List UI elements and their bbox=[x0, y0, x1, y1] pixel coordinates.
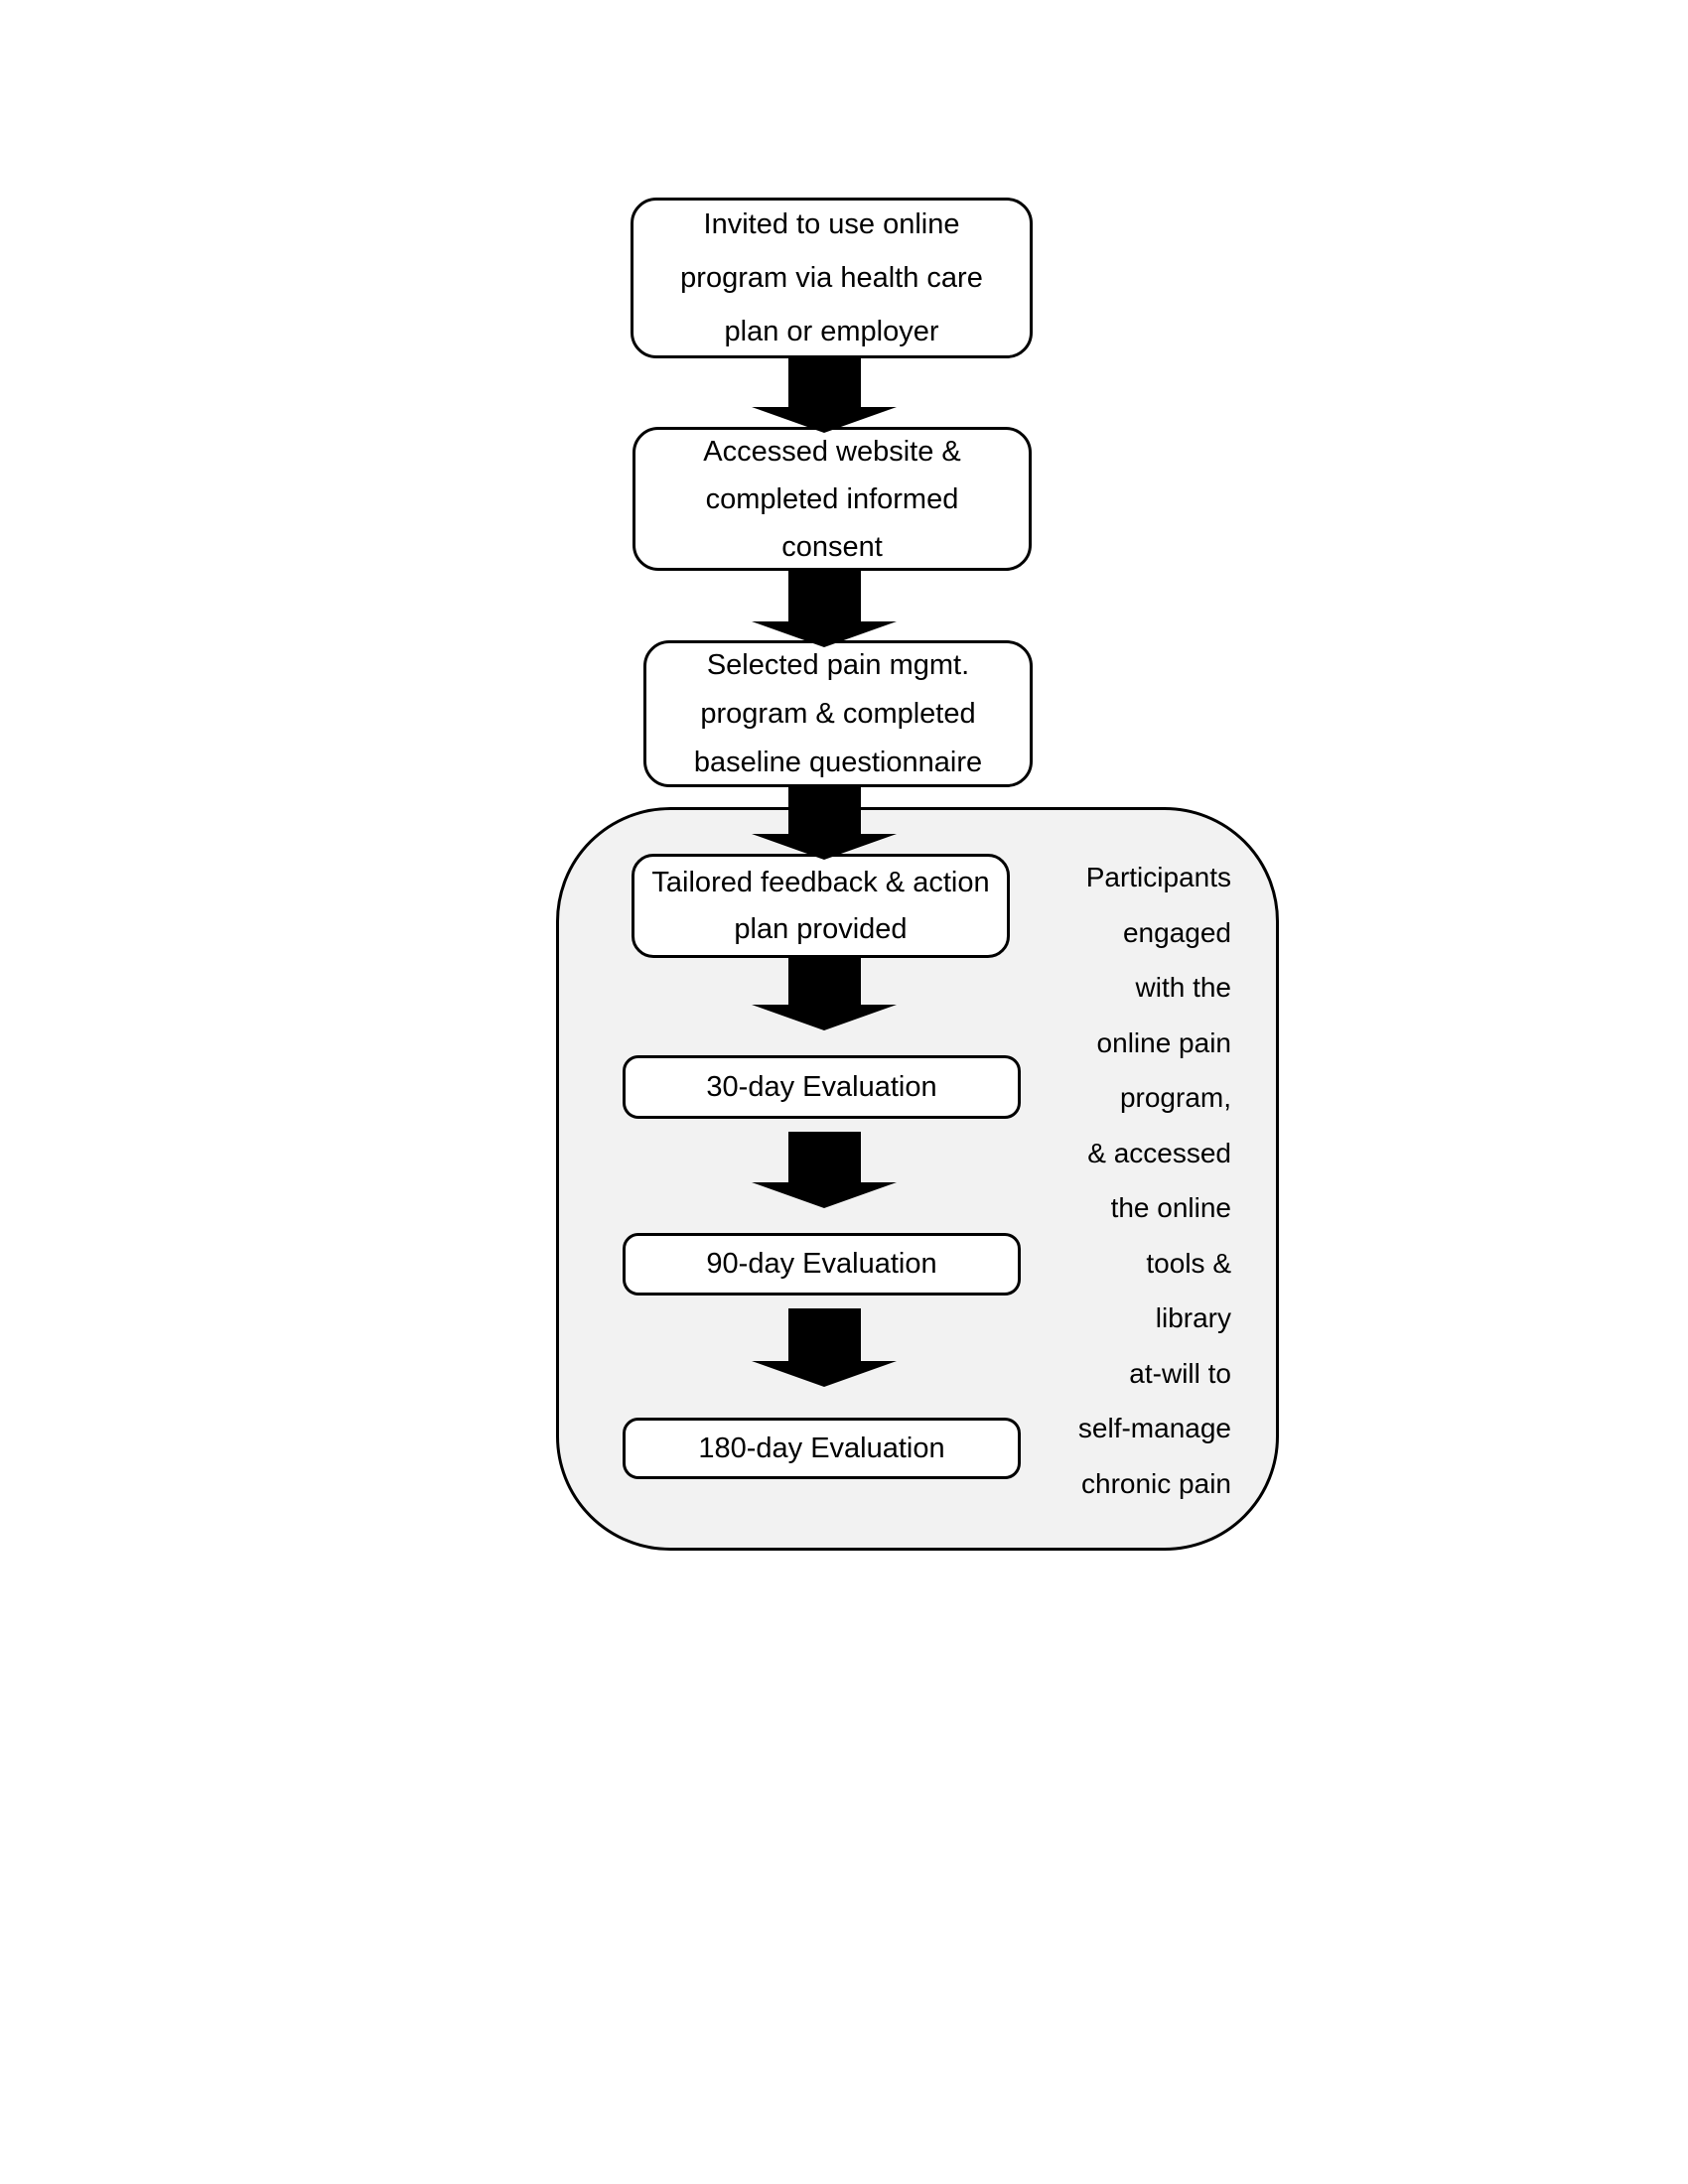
text-line: with the bbox=[1135, 972, 1232, 1003]
down-arrow-icon bbox=[752, 1132, 897, 1208]
text-line: self-manage bbox=[1077, 1413, 1231, 1443]
text-line: chronic pain bbox=[1081, 1467, 1231, 1499]
text-line: completed informed bbox=[705, 482, 959, 515]
flow-box-30-day-evaluation-text: 30-day Evaluation bbox=[706, 1070, 937, 1103]
text-line: program via health care bbox=[680, 262, 983, 294]
down-arrow-icon bbox=[752, 787, 897, 860]
flow-box-180-day-evaluation: 180-day Evaluation bbox=[623, 1418, 1021, 1479]
flow-box-invited-text: Invited to use online program via health … bbox=[680, 198, 983, 358]
flow-box-90-day-evaluation-text: 90-day Evaluation bbox=[706, 1248, 937, 1280]
participants-engagement-note: Participants engaged with the online pain pr… bbox=[983, 850, 1231, 1511]
text-line: tools & bbox=[1146, 1247, 1231, 1279]
text-line: consent bbox=[781, 530, 883, 563]
down-arrow-icon bbox=[752, 571, 897, 647]
text-line: library bbox=[1155, 1302, 1231, 1333]
text-line: plan or employer bbox=[724, 316, 939, 347]
flow-box-invited: Invited to use online program via health … bbox=[631, 198, 1033, 358]
text-line: Tailored feedback & action bbox=[651, 866, 990, 898]
text-line: online pain bbox=[1096, 1026, 1231, 1058]
text-line: program & completed bbox=[700, 697, 976, 730]
flow-box-selected-text: Selected pain mgmt. program & completed ba… bbox=[694, 641, 982, 787]
text-line: the online bbox=[1110, 1192, 1231, 1223]
text-line: Selected pain mgmt. bbox=[706, 648, 970, 681]
text-line: & accessed bbox=[1087, 1137, 1231, 1168]
flow-box-90-day-evaluation: 90-day Evaluation bbox=[623, 1233, 1021, 1296]
text-line: at-will to bbox=[1129, 1357, 1231, 1389]
text-line: plan provided bbox=[734, 912, 908, 945]
down-arrow-icon bbox=[752, 956, 897, 1030]
text-line: baseline questionnaire bbox=[693, 746, 983, 778]
down-arrow-icon bbox=[752, 1308, 897, 1387]
flow-box-tailored-feedback: Tailored feedback & action plan provided bbox=[632, 854, 1010, 958]
flow-box-tailored-feedback-text: Tailored feedback & action plan provided bbox=[651, 860, 989, 953]
text-line: Accessed website & bbox=[703, 435, 961, 468]
text-line: program, bbox=[1119, 1082, 1231, 1113]
flow-box-accessed: Accessed website & completed informed cons… bbox=[633, 427, 1032, 571]
text-line: engaged bbox=[1122, 916, 1231, 948]
flow-box-selected: Selected pain mgmt. program & completed ba… bbox=[643, 640, 1033, 787]
flow-box-30-day-evaluation: 30-day Evaluation bbox=[623, 1055, 1021, 1119]
flow-box-accessed-text: Accessed website & completed informed cons… bbox=[703, 428, 961, 571]
down-arrow-icon bbox=[752, 358, 897, 433]
flow-box-180-day-evaluation-text: 180-day Evaluation bbox=[698, 1432, 945, 1464]
text-line: Invited to use online bbox=[703, 208, 960, 240]
text-line: Participants bbox=[1085, 862, 1231, 892]
